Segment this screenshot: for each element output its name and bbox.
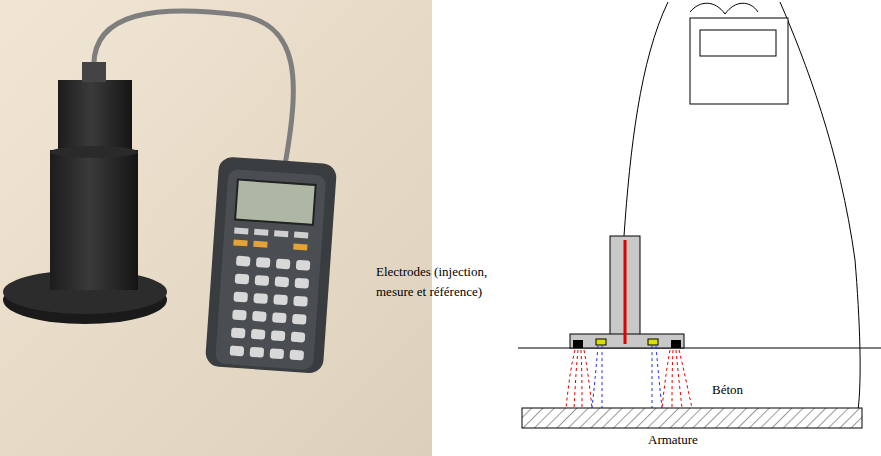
device-photo (0, 0, 432, 456)
concrete-label: Béton (712, 380, 743, 400)
rebar-label: Armature (648, 430, 698, 450)
schematic (518, 2, 881, 428)
electrode-label: Electrodes (injection, mesure et référen… (376, 262, 516, 301)
